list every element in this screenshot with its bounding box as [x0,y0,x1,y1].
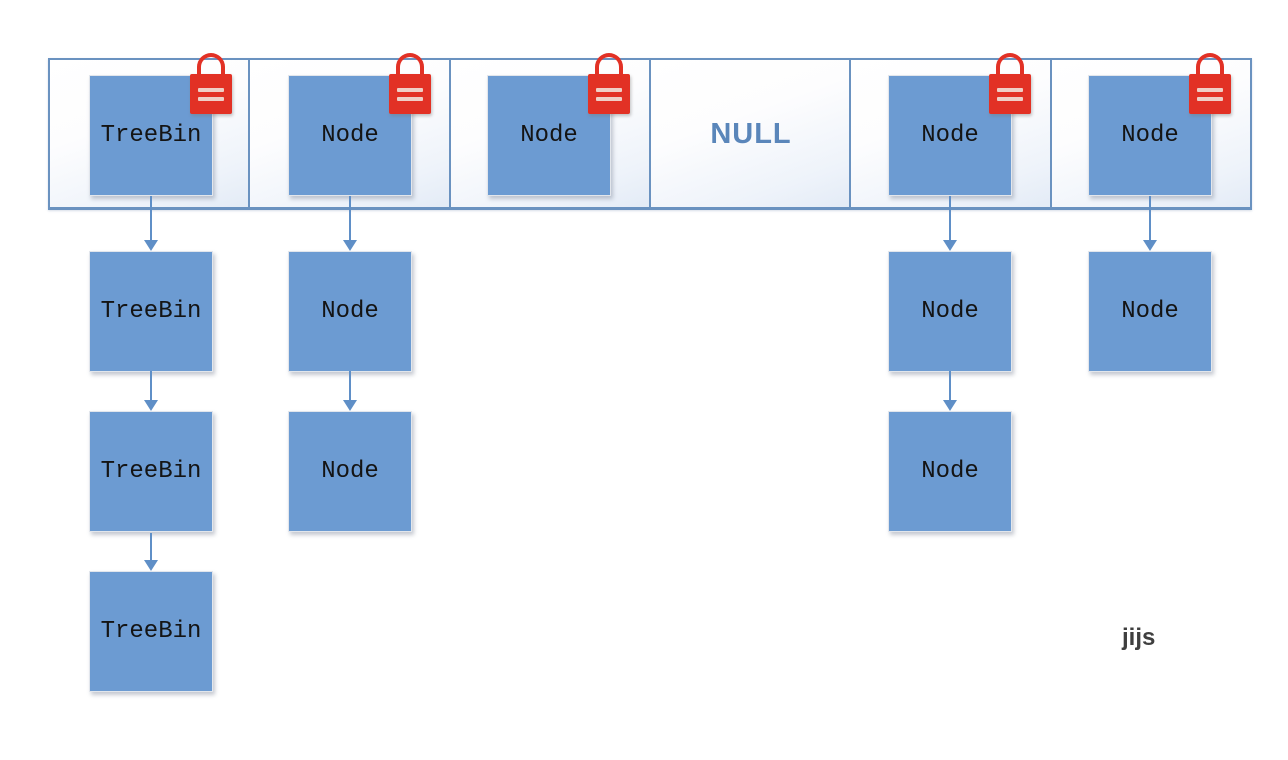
bucket-cell-3 [650,60,852,207]
arrow-head [144,400,158,411]
lock-icon [1189,53,1231,114]
lock-icon [190,53,232,114]
annotation-text: jijs [1122,624,1156,651]
arrow-down-icon [949,371,951,400]
lock-shackle [1196,53,1224,80]
node-label: Node [520,122,578,149]
lock-body [389,74,431,114]
lock-body [190,74,232,114]
lock-shackle [197,53,225,80]
node-label: Node [321,298,379,325]
node-label: Node [321,122,379,149]
treebin-box: TreeBin [89,571,213,692]
arrow-down-icon [1149,196,1151,240]
lock-icon [989,53,1031,114]
arrow-down-icon [150,533,152,560]
arrow-head [343,240,357,251]
arrow-head [144,560,158,571]
arrow-down-icon [349,196,351,240]
arrow-down-icon [150,196,152,240]
arrow-down-icon [150,371,152,400]
arrow-down-icon [349,371,351,400]
treebin-box: TreeBin [89,53,232,196]
node-box: Node [888,251,1012,372]
lock-shackle [595,53,623,80]
node-label: TreeBin [100,618,202,645]
node-label: Node [1121,122,1179,149]
node-label: TreeBin [100,122,202,149]
node-label: Node [921,458,979,485]
treebin-box: TreeBin [89,411,213,532]
node-box: Node [888,53,1031,196]
node-box: Node [1088,53,1231,196]
node-label: Node [321,458,379,485]
node-box: Node [1088,251,1212,372]
node-label: TreeBin [100,298,202,325]
arrow-head [1143,240,1157,251]
node-box: Node [288,53,431,196]
node-box: Node [487,53,630,196]
lock-body [1189,74,1231,114]
arrow-head [144,240,158,251]
lock-icon [389,53,431,114]
lock-body [588,74,630,114]
node-label: Node [921,122,979,149]
lock-body [989,74,1031,114]
arrow-down-icon [949,196,951,240]
node-label: Node [921,298,979,325]
null-label: NULL [710,117,792,150]
node-box: Node [288,411,412,532]
node-box: Node [888,411,1012,532]
treebin-box: TreeBin [89,251,213,372]
lock-shackle [396,53,424,80]
arrow-head [343,400,357,411]
arrow-head [943,240,957,251]
lock-shackle [996,53,1024,80]
node-box: Node [288,251,412,372]
node-label: TreeBin [100,458,202,485]
node-label: Node [1121,298,1179,325]
arrow-head [943,400,957,411]
lock-icon [588,53,630,114]
